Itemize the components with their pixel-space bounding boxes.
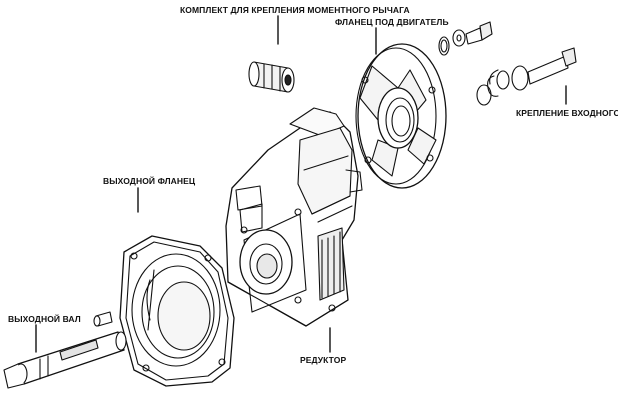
torque-arm-bushing — [248, 61, 295, 93]
output-shaft — [3, 331, 127, 389]
label-output-shaft: ВЫХОДНОЙ ВАЛ — [8, 314, 81, 324]
locking-screw — [93, 311, 113, 327]
label-input-shaft-mount: КРЕПЛЕНИЕ ВХОДНОГО ВАЛА — [516, 108, 618, 118]
reducer-housing — [225, 107, 363, 327]
input-shaft-hardware — [438, 21, 577, 106]
label-torque-arm-kit: КОМПЛЕКТ ДЛЯ КРЕПЛЕНИЯ МОМЕНТНОГО РЫЧАГА — [180, 5, 410, 15]
leader-lines — [35, 15, 567, 353]
output-flange — [119, 235, 235, 387]
motor-flange — [355, 43, 447, 189]
label-reducer: РЕДУКТОР — [300, 355, 347, 365]
label-motor-flange: ФЛАНЕЦ ПОД ДВИГАТЕЛЬ — [335, 17, 449, 27]
label-output-flange: ВЫХОДНОЙ ФЛАНЕЦ — [103, 176, 196, 186]
